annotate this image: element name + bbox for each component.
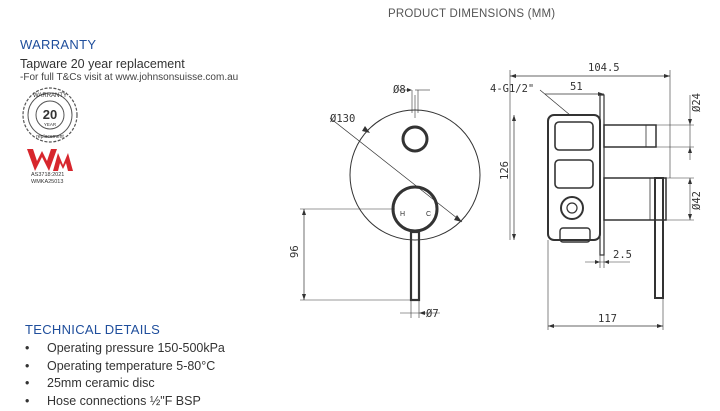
dim-front-dia-8: Ø8	[393, 84, 406, 96]
technical-details-heading: TECHNICAL DETAILS	[25, 322, 160, 337]
bullet-icon: •	[25, 394, 29, 408]
lever-handle	[411, 232, 419, 300]
dim-side-117: 117	[598, 313, 617, 325]
warranty-20-year-badge-icon: WARRANTY 20 YEAR replacement	[20, 86, 80, 144]
technical-details-list: • Operating pressure 150-500kPa • Operatin…	[25, 341, 225, 411]
badge-bottom-text: replacement	[36, 134, 64, 140]
bullet-icon: •	[25, 376, 29, 390]
label-hot: H	[400, 211, 405, 218]
dim-side-dia-24: Ø24	[691, 93, 703, 112]
dim-side-2-5: 2.5	[613, 249, 632, 261]
diverter-spindle	[604, 125, 656, 147]
dim-front-dia-7: Ø7	[426, 308, 439, 320]
warranty-heading: WARRANTY	[20, 37, 96, 52]
side-lever	[655, 178, 663, 298]
badge-number: 20	[43, 107, 57, 122]
dim-side-104-5: 104.5	[588, 62, 620, 74]
spec-text: Hose connections ½"F BSP	[47, 394, 201, 408]
badge-unit: YEAR	[44, 122, 57, 127]
badge-top-text: WARRANTY	[33, 93, 67, 99]
spec-item: • Hose connections ½"F BSP	[25, 394, 225, 411]
spec-item: • 25mm ceramic disc	[25, 376, 225, 394]
dim-side-thread: 4-G1/2"	[490, 83, 534, 95]
dim-front-dia-130: Ø130	[330, 113, 355, 125]
page-title: PRODUCT DIMENSIONS (MM)	[388, 8, 555, 20]
warranty-description: Tapware 20 year replacement	[20, 57, 185, 71]
diverter-knob	[403, 127, 427, 151]
mixer-body	[393, 187, 437, 231]
spec-text: Operating pressure 150-500kPa	[47, 341, 225, 355]
label-cold: C	[426, 211, 431, 218]
spec-item: • Operating temperature 5-80°C	[25, 359, 225, 377]
spec-item: • Operating pressure 150-500kPa	[25, 341, 225, 359]
mixer-handle-side	[604, 178, 666, 220]
bullet-icon: •	[25, 359, 29, 373]
spec-text: 25mm ceramic disc	[47, 376, 155, 390]
product-dimension-drawing: Ø8 Ø130 96 Ø7 H C 4-G1/2" 104.5 51 126 Ø…	[290, 60, 710, 340]
wm-code-licence: WMKA25013	[31, 179, 63, 185]
warranty-terms-note: -For full T&Cs visit at www.johnsonsuiss…	[20, 72, 238, 83]
watermark-logo-icon	[25, 147, 75, 173]
bullet-icon: •	[25, 341, 29, 355]
wm-code-standard: AS3718:2021	[31, 172, 64, 178]
dim-side-126: 126	[499, 161, 511, 180]
dim-front-height-96: 96	[290, 245, 301, 258]
spec-text: Operating temperature 5-80°C	[47, 359, 215, 373]
dim-side-51: 51	[570, 81, 583, 93]
dim-side-dia-42: Ø42	[691, 191, 703, 210]
